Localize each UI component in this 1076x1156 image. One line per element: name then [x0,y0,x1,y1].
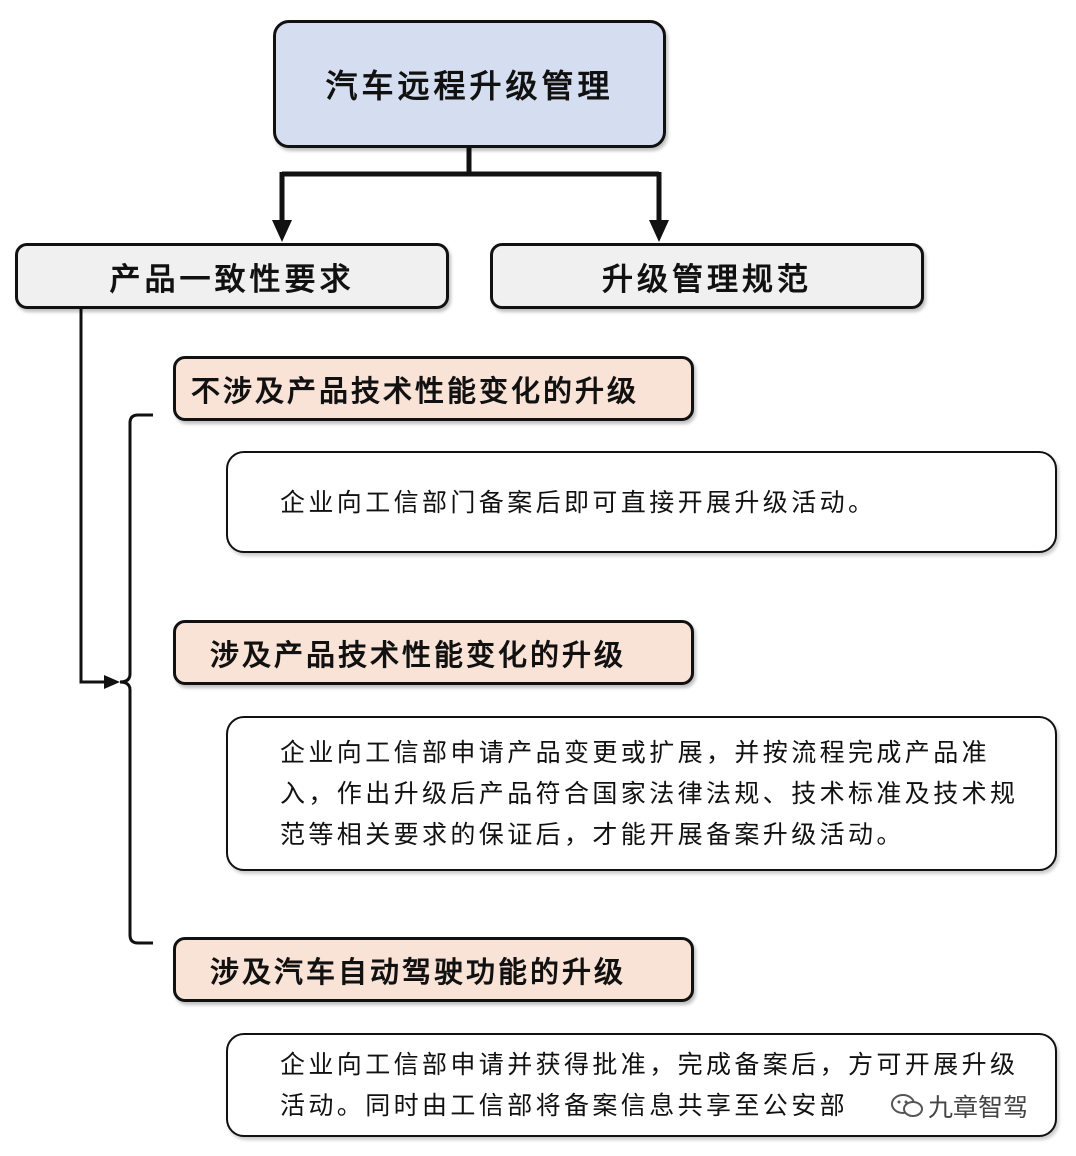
category-node-performance-change: 涉及产品技术性能变化的升级 [173,620,694,685]
category-description: 企业向工信部申请并获得批准，完成备案后，方可开展升级活动。同时由工信部将备案信息… [280,1050,1019,1120]
branch-label: 产品一致性要求 [109,261,355,298]
arrowhead-branch-left [272,220,292,242]
category-description-box: 企业向工信部门备案后即可直接开展升级活动。 [226,451,1057,553]
category-description: 企业向工信部门备案后即可直接开展升级活动。 [280,487,877,517]
root-connector [282,148,659,177]
category-title: 涉及产品技术性能变化的升级 [210,637,627,672]
category-title: 不涉及产品技术性能变化的升级 [191,373,640,408]
arrowhead-brace [104,675,120,689]
branch-node-product-consistency: 产品一致性要求 [15,243,449,309]
arrowhead-branch-right [649,220,669,242]
branch-node-upgrade-management: 升级管理规范 [490,243,924,309]
category-description-box: 企业向工信部申请产品变更或扩展，并按流程完成产品准入，作出升级后产品符合国家法律… [226,716,1057,871]
category-node-autonomous-driving: 涉及汽车自动驾驶功能的升级 [173,937,694,1002]
category-node-no-performance-change: 不涉及产品技术性能变化的升级 [173,356,694,421]
root-node: 汽车远程升级管理 [273,20,666,148]
watermark: 九章智驾 [890,1088,1029,1124]
category-title: 涉及汽车自动驾驶功能的升级 [210,954,627,989]
category-brace [119,413,153,945]
branch-label: 升级管理规范 [602,261,812,298]
branch-down-connector [79,309,108,684]
wechat-icon [891,1094,923,1117]
category-description: 企业向工信部申请产品变更或扩展，并按流程完成产品准入，作出升级后产品符合国家法律… [280,738,1019,849]
root-label: 汽车远程升级管理 [325,67,614,105]
watermark-text: 九章智驾 [928,1093,1029,1122]
